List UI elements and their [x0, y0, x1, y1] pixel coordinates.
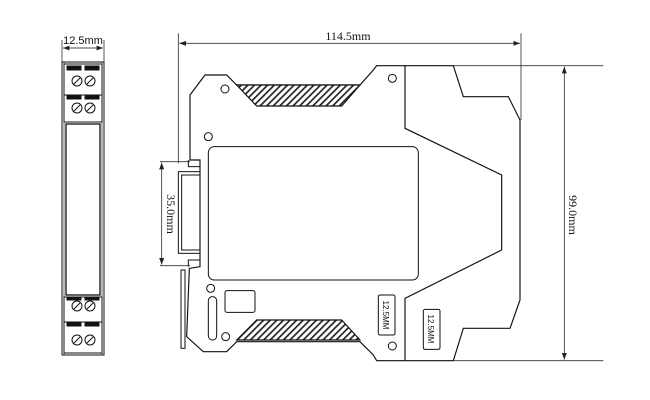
vent-top [235, 84, 362, 107]
housing-outline [186, 65, 521, 362]
front-housing [61, 61, 105, 356]
screw-icon [71, 75, 96, 346]
rail-label: 35.0mm [164, 194, 178, 234]
width-mark-box-1 [377, 294, 396, 336]
terminal-block-top-2 [63, 94, 103, 123]
width-mark-2: 12.5MM [426, 315, 435, 344]
section-divider [404, 65, 503, 361]
label-area [207, 146, 419, 281]
width-mark-box-2 [422, 308, 441, 350]
din-rail [177, 159, 201, 349]
terminal-block-bottom-2 [63, 321, 103, 354]
front-window [65, 123, 101, 296]
indicator-window [224, 290, 256, 313]
width-mark-1: 12.5MM [381, 301, 390, 330]
front-width-label: 12.5mm [63, 35, 103, 47]
slot [207, 296, 218, 341]
length-label: 114.5mm [325, 29, 371, 43]
terminal-block-bottom-1 [63, 296, 103, 323]
mounting-hole-icon [203, 73, 397, 351]
front-view [61, 40, 105, 356]
side-view [159, 33, 604, 362]
height-label: 99.0mm [566, 195, 580, 235]
vent-bottom [235, 319, 362, 341]
